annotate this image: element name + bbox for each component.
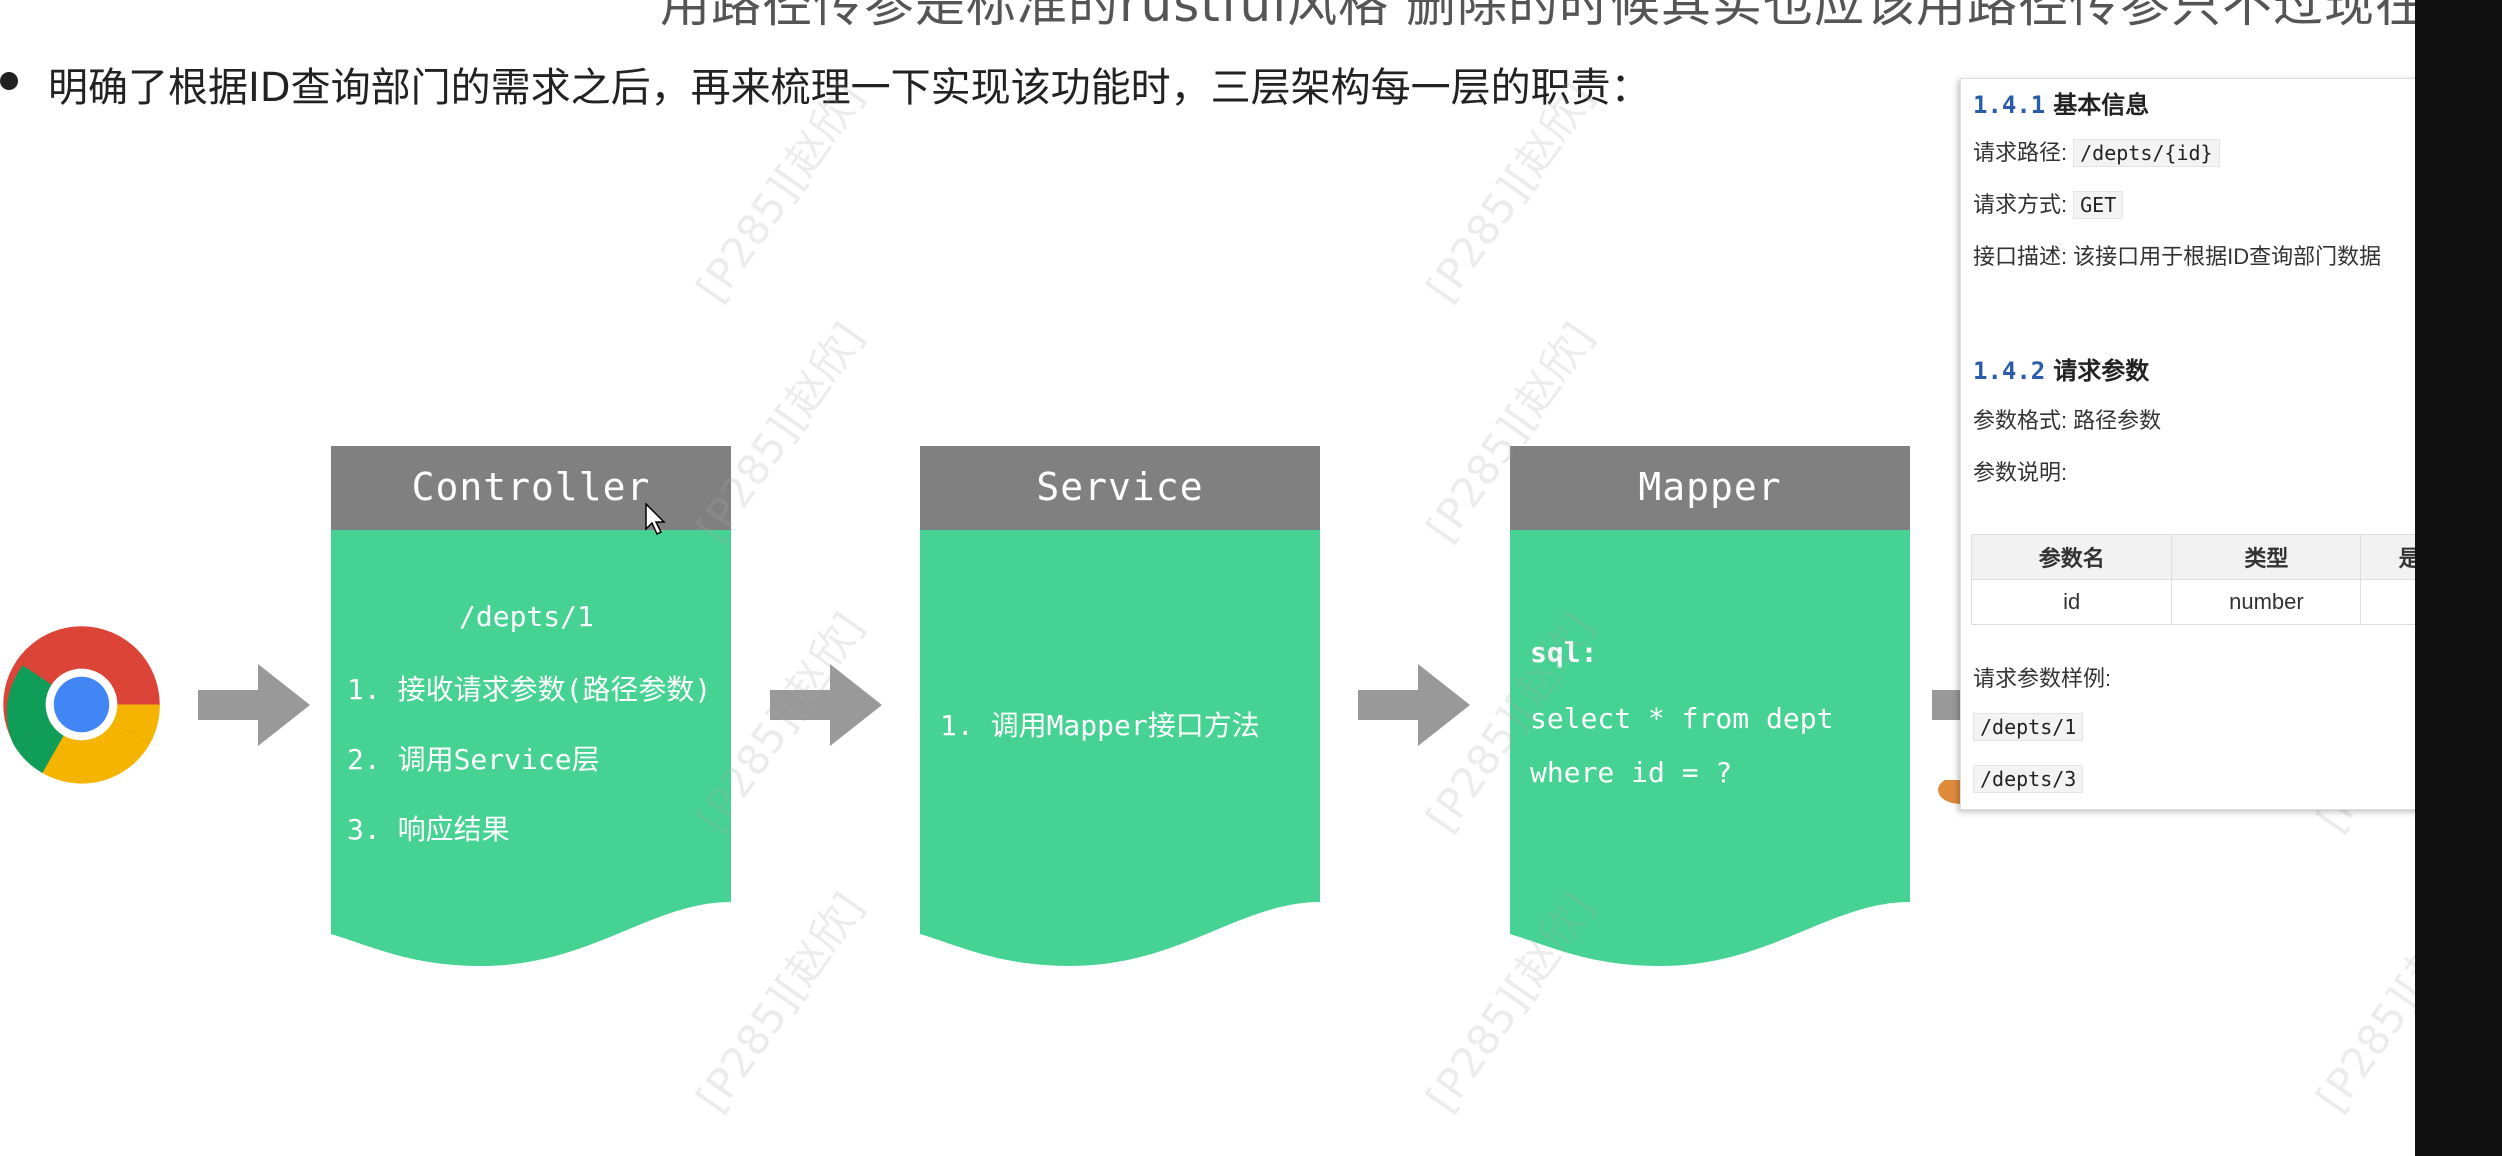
- mapper-sql-label: sql:: [1530, 636, 1598, 669]
- service-step-1: 1. 调用Mapper接口方法: [940, 709, 1260, 742]
- api-description-row: 接口描述:该接口用于根据ID查询部门数据: [1973, 239, 2381, 271]
- controller-card: Controller /depts/1 1. 接收请求参数(路径参数) 2. 调…: [331, 446, 731, 966]
- request-path-label: 请求路径:: [1973, 140, 2068, 165]
- service-card: Service 1. 调用Mapper接口方法: [920, 446, 1320, 966]
- request-example-label: 请求参数样例:: [1973, 666, 2112, 691]
- mapper-title: Mapper: [1638, 465, 1782, 509]
- section-basic-info: 1.4.1 基本信息: [1973, 85, 2149, 120]
- request-method-row: 请求方式:GET: [1973, 187, 2124, 219]
- controller-path: /depts/1: [459, 600, 594, 633]
- controller-title: Controller: [411, 465, 651, 509]
- param-description-label: 参数说明:: [1973, 460, 2068, 485]
- request-example-2: /depts/3: [1967, 765, 2084, 793]
- request-example-1: /depts/1: [1967, 713, 2084, 741]
- api-description-value: 该接口用于根据ID查询部门数据: [2073, 244, 2382, 269]
- request-method-value: GET: [2073, 191, 2124, 219]
- section-request-params: 1.4.2 请求参数: [1973, 351, 2149, 386]
- table-cell-type: number: [2171, 579, 2362, 625]
- section-basic-info-title: 基本信息: [2053, 92, 2150, 119]
- param-format-row: 参数格式:路径参数: [1973, 403, 2161, 435]
- section-request-params-title: 请求参数: [2053, 358, 2150, 385]
- video-subtitle: 用路径传参是标准的rustful风格 删除的时候其实也应该用路径传参只不过现在才…: [660, 0, 2502, 33]
- param-format-label: 参数格式:: [1973, 408, 2068, 433]
- arrow-right-icon: [1358, 664, 1470, 746]
- table-cell-name: id: [1970, 579, 2173, 625]
- arrow-right-icon: [770, 664, 882, 746]
- mapper-sql-line-2: where id = ?: [1530, 756, 1733, 789]
- controller-step-3: 3. 响应结果: [347, 813, 510, 846]
- page-heading: 明确了根据ID查询部门的需求之后，再来梳理一下实现该功能时，三层架构每一层的职责…: [48, 65, 1651, 111]
- api-description-label: 接口描述:: [1973, 244, 2068, 269]
- chrome-browser-icon: [3, 626, 160, 784]
- request-path-value: /depts/{id}: [2073, 139, 2220, 167]
- mouse-cursor-icon: [645, 503, 666, 535]
- request-method-label: 请求方式:: [1973, 192, 2068, 217]
- bullet-icon: [0, 72, 18, 90]
- watermark: [P285][赵欣]: [1416, 883, 1604, 1121]
- mapper-sql-line-1: select * from dept: [1530, 702, 1834, 735]
- param-format-value: 路径参数: [2073, 408, 2162, 433]
- controller-step-2: 2. 调用Service层: [347, 743, 600, 776]
- section-basic-info-number: 1.4.1: [1973, 91, 2046, 119]
- screen-edge-bar: [2415, 0, 2502, 1156]
- table-header-type: 类型: [2171, 534, 2362, 580]
- service-title: Service: [1036, 465, 1204, 509]
- request-path-row: 请求路径:/depts/{id}: [1973, 135, 2220, 167]
- arrow-right-icon: [198, 664, 310, 746]
- table-header-name: 参数名: [1970, 534, 2173, 580]
- mapper-card: Mapper sql: select * from dept where id …: [1510, 446, 1910, 966]
- controller-step-1: 1. 接收请求参数(路径参数): [347, 673, 712, 706]
- section-request-params-number: 1.4.2: [1973, 357, 2046, 385]
- watermark: [P285][赵欣]: [686, 313, 874, 551]
